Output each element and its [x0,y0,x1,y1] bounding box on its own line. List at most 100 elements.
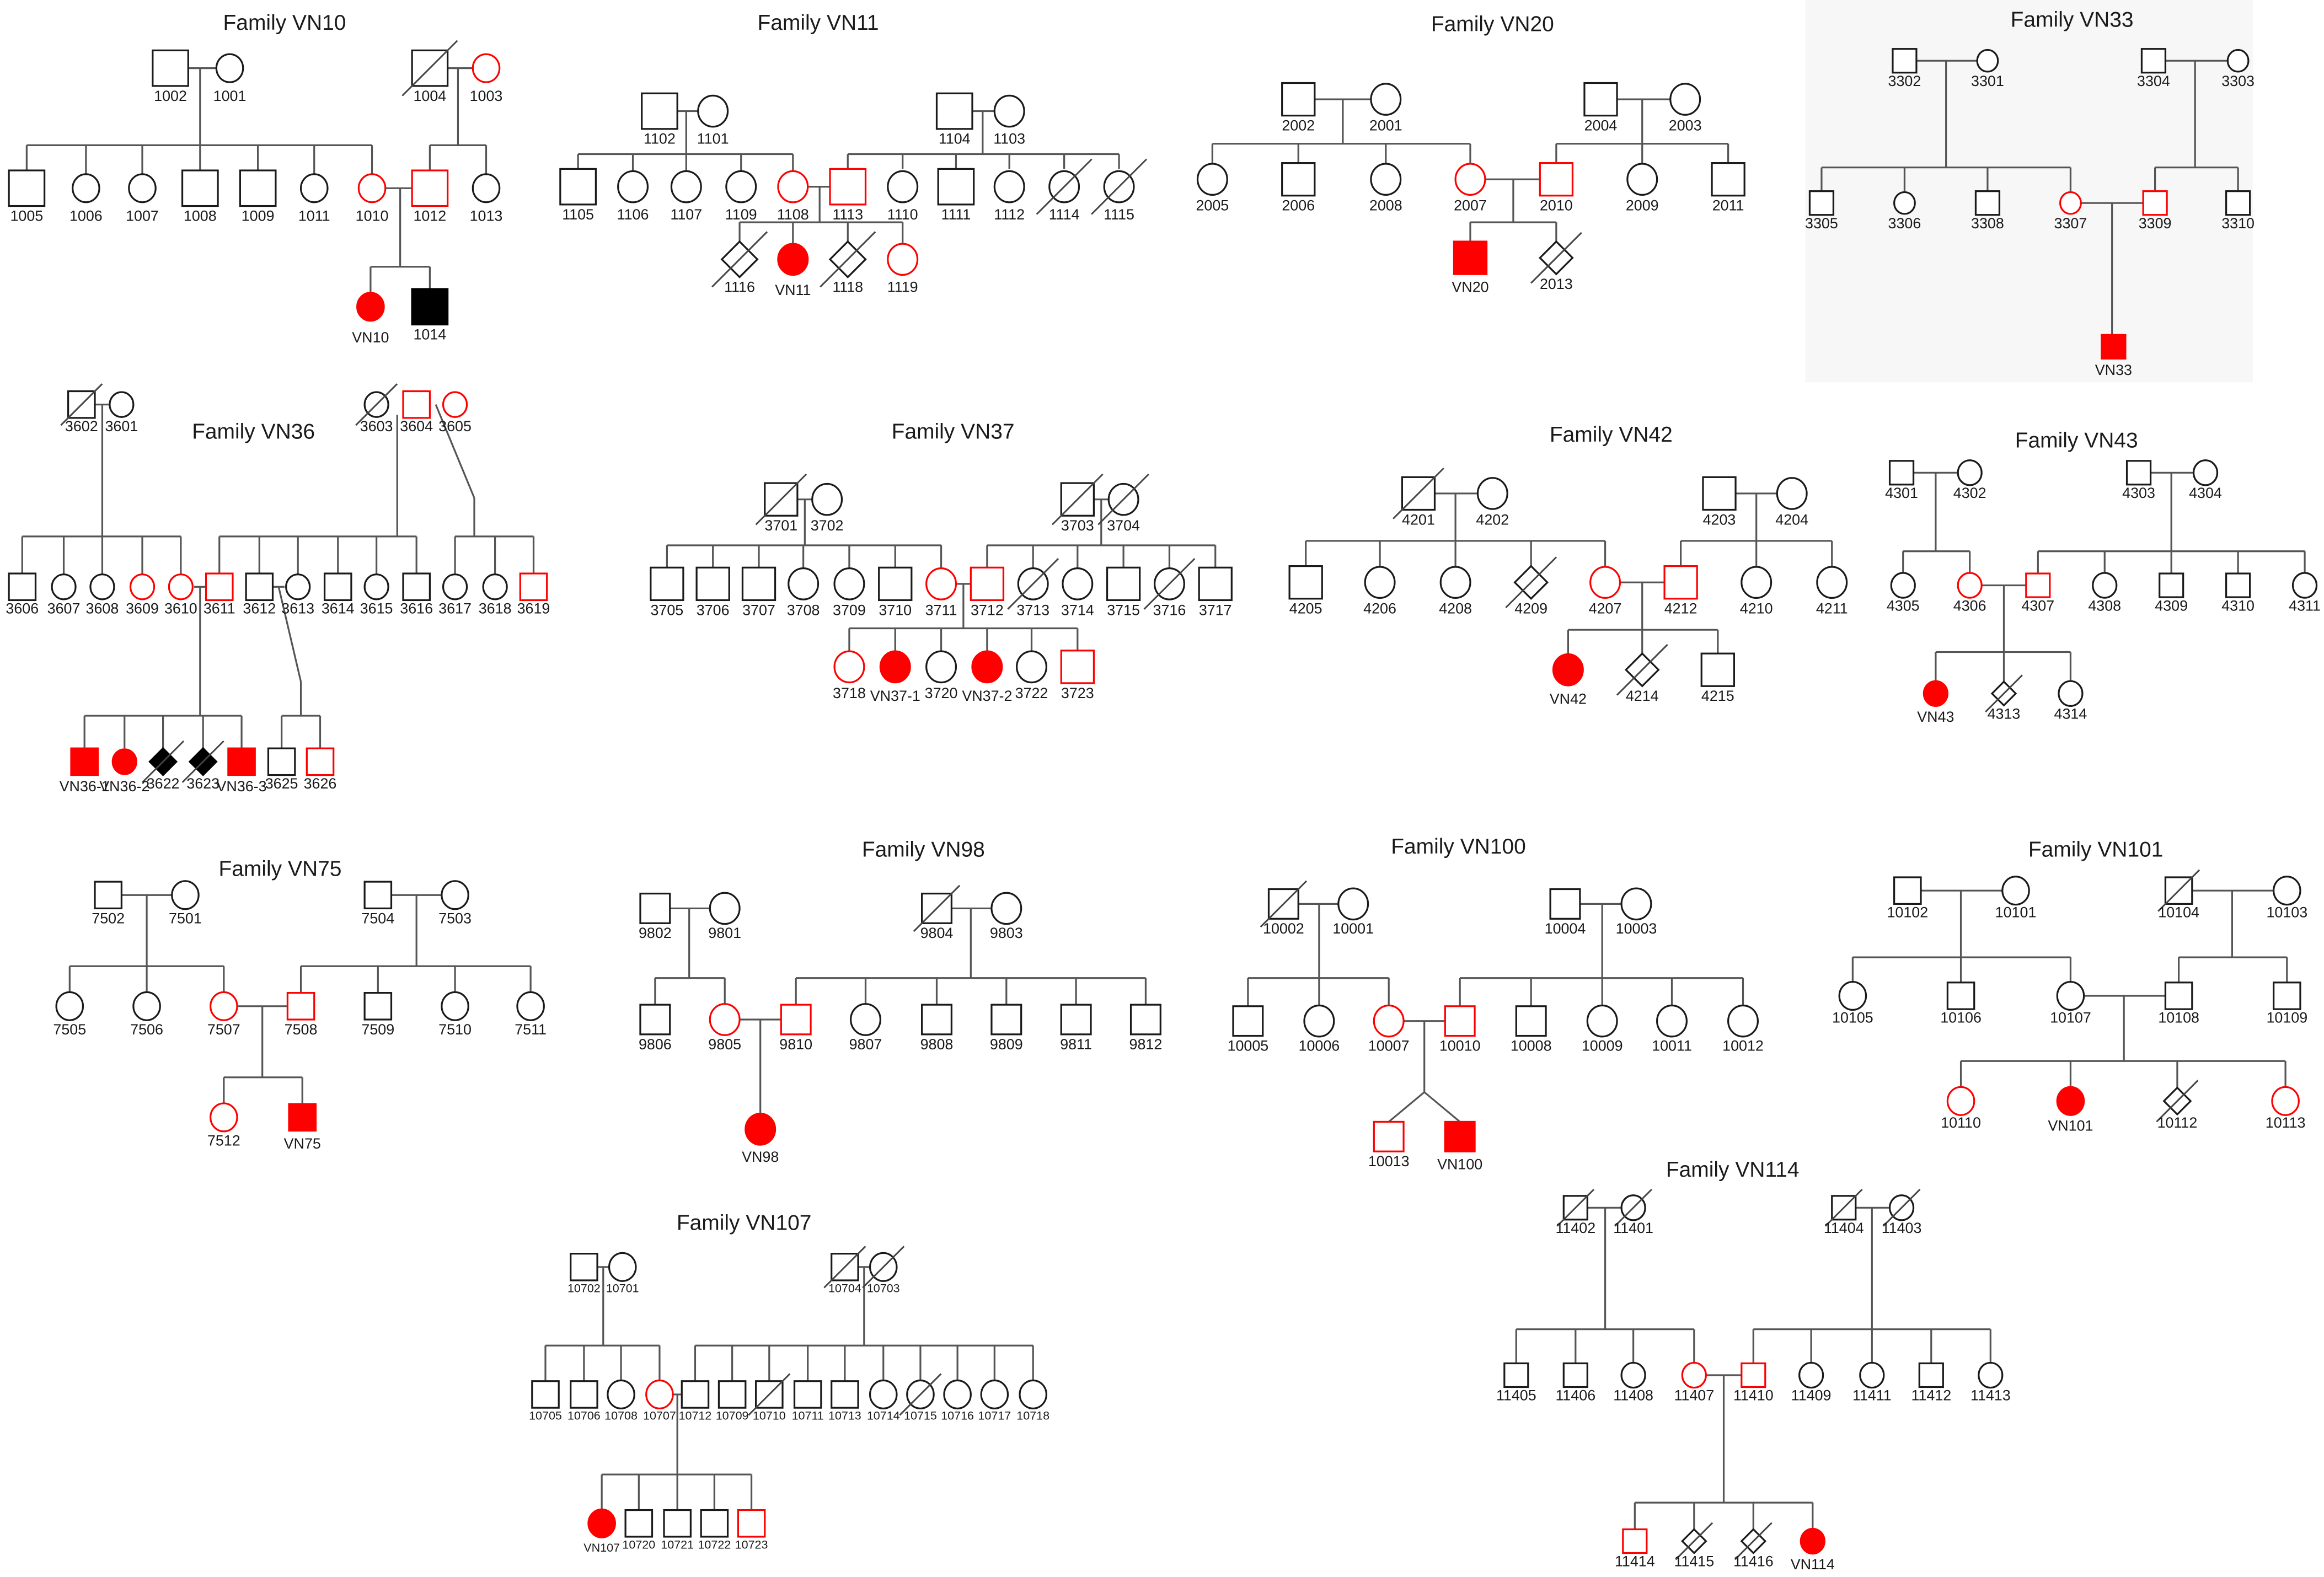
3605-circle-symbol [442,391,468,418]
member-1102 [641,92,678,130]
member-10102 [1893,876,1922,905]
member-3702 [811,482,843,516]
3302-label: 3302 [1888,73,1921,89]
3625-square-symbol [267,747,296,776]
vn33-title: Family VN33 [2011,8,2134,31]
member-4205 [1288,565,1323,600]
member-10105 [1838,980,1867,1011]
member-11403 [1882,1188,1921,1227]
member-1112 [993,170,1025,203]
3722-circle-symbol [1016,650,1047,684]
10010-label: 10010 [1439,1037,1481,1054]
2007-circle-symbol [1454,163,1486,196]
member-4313 [1985,674,2023,713]
3606-label: 3606 [6,600,39,617]
member-vn36-1 [70,747,99,776]
1011-circle-symbol [299,173,329,203]
1003-circle-symbol [472,53,501,83]
1002-square-symbol [152,49,189,87]
10106-square-symbol [1946,981,1975,1010]
4207-label: 4207 [1589,600,1622,617]
member-11407 [1681,1361,1707,1389]
7502-square-symbol [94,881,122,910]
3704-deceased-slash [1097,473,1149,525]
3603-label: 3603 [360,418,393,435]
10012-circle-symbol [1727,1004,1759,1038]
10010-square-symbol [1444,1005,1476,1037]
member-11412 [1918,1362,1944,1388]
member-vn100 [1444,1120,1476,1152]
1102-label: 1102 [644,131,676,147]
4303-square-symbol [2125,460,2152,486]
vn43-label: VN43 [1917,709,1954,725]
11407-circle-symbol [1681,1361,1707,1389]
member-9808 [921,1004,952,1036]
member-3309 [2142,190,2168,216]
member-1001 [215,53,244,83]
connector-lines [21,60,2306,1530]
member-10721 [663,1509,692,1538]
10716-circle-symbol [943,1379,972,1409]
9807-label: 9807 [849,1036,882,1053]
member-vn11 [777,243,809,276]
10013-label: 10013 [1368,1153,1410,1170]
member-4207 [1589,566,1621,599]
member-10717 [980,1379,1009,1409]
member-7502 [94,881,122,910]
2003-circle-symbol [1669,83,1701,116]
member-10002 [1260,880,1308,928]
member-10110 [1946,1086,1975,1116]
vn37-2-circle-symbol [971,650,1003,684]
9810-label: 9810 [779,1036,812,1053]
vn43-circle-symbol [1923,680,1948,707]
1108-label: 1108 [777,206,809,223]
member-10711 [793,1380,822,1409]
9808-square-symbol [921,1004,952,1036]
10709-square-symbol [717,1380,747,1409]
member-vn101 [2056,1086,2085,1116]
10103-label: 10103 [2266,904,2307,921]
7503-circle-symbol [441,880,469,910]
vn114-title: Family VN114 [1666,1158,1800,1182]
member-3602 [60,383,103,426]
4212-square-symbol [1663,565,1698,600]
7508-label: 7508 [285,1021,318,1038]
member-2003 [1669,83,1701,116]
3607-label: 3607 [47,600,81,617]
3310-label: 3310 [2221,215,2255,232]
11404-label: 11404 [1824,1220,1864,1236]
10713-square-symbol [831,1380,859,1409]
3613-circle-symbol [285,573,311,600]
member-1008 [181,169,219,207]
10002-label: 10002 [1263,920,1304,937]
member-1104 [935,92,973,130]
3712-square-symbol [970,566,1005,602]
1101-label: 1101 [697,131,729,147]
2005-label: 2005 [1196,197,1229,214]
10007-label: 10007 [1368,1037,1410,1054]
member-1009 [239,169,277,207]
member-10010 [1444,1005,1476,1037]
4214-deceased-slash [1616,643,1668,696]
11402-deceased-slash [1556,1188,1595,1227]
member-3301 [1976,49,1999,73]
member-10001 [1337,887,1369,921]
member-3703 [1051,473,1104,525]
member-1110 [887,170,919,203]
9805-label: 9805 [708,1036,741,1053]
member-10012 [1727,1004,1759,1038]
member-4314 [2058,680,2084,707]
3611-square-symbol [205,572,234,602]
member-3704 [1097,473,1149,525]
member-10013 [1373,1120,1405,1152]
member-4307 [2025,572,2051,598]
9812-square-symbol [1129,1004,1161,1036]
member-1004 [401,40,458,96]
member-10712 [681,1380,710,1409]
member-10007 [1373,1004,1405,1038]
member-4302 [1957,459,1983,486]
member-3615 [363,573,389,600]
10701-circle-symbol [608,1252,637,1282]
vn20-title: Family VN20 [1431,12,1554,36]
member-10104 [2157,869,2200,912]
